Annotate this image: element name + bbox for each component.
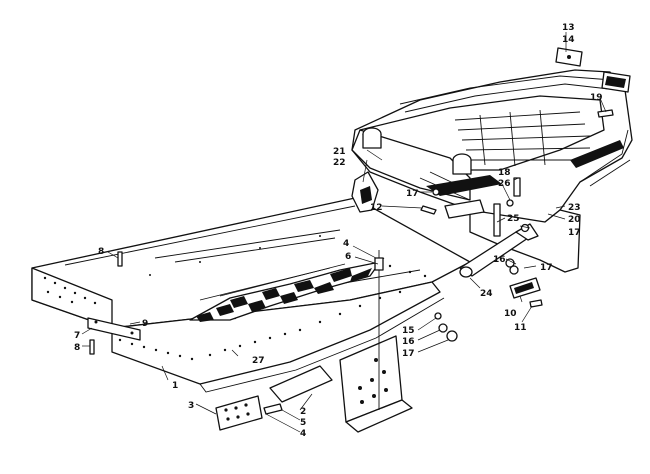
flap-22 [351,171,379,213]
bolt-11 [529,299,543,308]
plate-2 [269,365,333,403]
tunnel-rivets [43,235,427,361]
guide-rod [374,250,384,410]
bolts-8 [89,251,123,355]
callout-4-top: 4 [343,239,349,249]
callout-6: 6 [345,252,351,262]
lower-bracket [339,335,413,433]
callout-16-upper: 16 [493,255,506,265]
bracket-10 [509,277,541,299]
reflector-14 [601,71,631,93]
callout-19: 19 [590,93,603,103]
callout-1: 1 [172,381,178,391]
callout-10: 10 [504,309,517,319]
heat-exchanger-fins [154,229,346,301]
callout-20: 20 [568,215,581,225]
callout-5: 5 [300,418,306,428]
callout-15: 15 [402,326,415,336]
callout-8-bottom: 8 [74,343,80,353]
callout-22: 22 [333,158,346,168]
callout-21: 21 [333,147,346,157]
bolt-25 [493,203,501,237]
callout-2: 2 [300,407,306,417]
plate-3 [215,395,263,431]
checkered-decal [189,257,385,322]
screw-19 [597,109,614,118]
leader-lines [81,32,607,433]
callout-labels: 13 14 19 21 22 18 26 17 12 25 23 20 17 8… [74,23,603,439]
tunnel-panel [31,197,471,393]
callout-4-bottom: 4 [300,429,306,439]
callout-13: 13 [562,23,575,33]
callout-3: 3 [188,401,194,411]
callout-17-mid: 17 [540,263,553,273]
washers-15-16-17 [432,188,530,342]
callout-17-top: 17 [406,189,419,199]
callout-17-right: 17 [568,228,581,238]
bracket-7 [87,317,141,341]
callout-16-lower: 16 [402,337,415,347]
callout-18: 18 [498,168,511,178]
callout-27: 27 [252,356,265,366]
support-tube-24 [459,223,539,278]
reflector-13 [555,47,583,67]
callout-26: 26 [498,179,511,189]
callout-9: 9 [142,319,148,329]
callout-11: 11 [514,323,527,333]
callout-25: 25 [507,214,520,224]
callout-8-top: 8 [98,247,104,257]
callout-7: 7 [74,331,80,341]
callout-23: 23 [568,203,581,213]
hinge-5 [263,403,283,415]
callout-12: 12 [370,203,383,213]
callout-17-lower: 17 [402,349,415,359]
callout-24: 24 [480,289,493,299]
bracket-12 [420,199,485,219]
callout-14: 14 [562,35,575,45]
rear-bumper-assembly [351,69,633,273]
